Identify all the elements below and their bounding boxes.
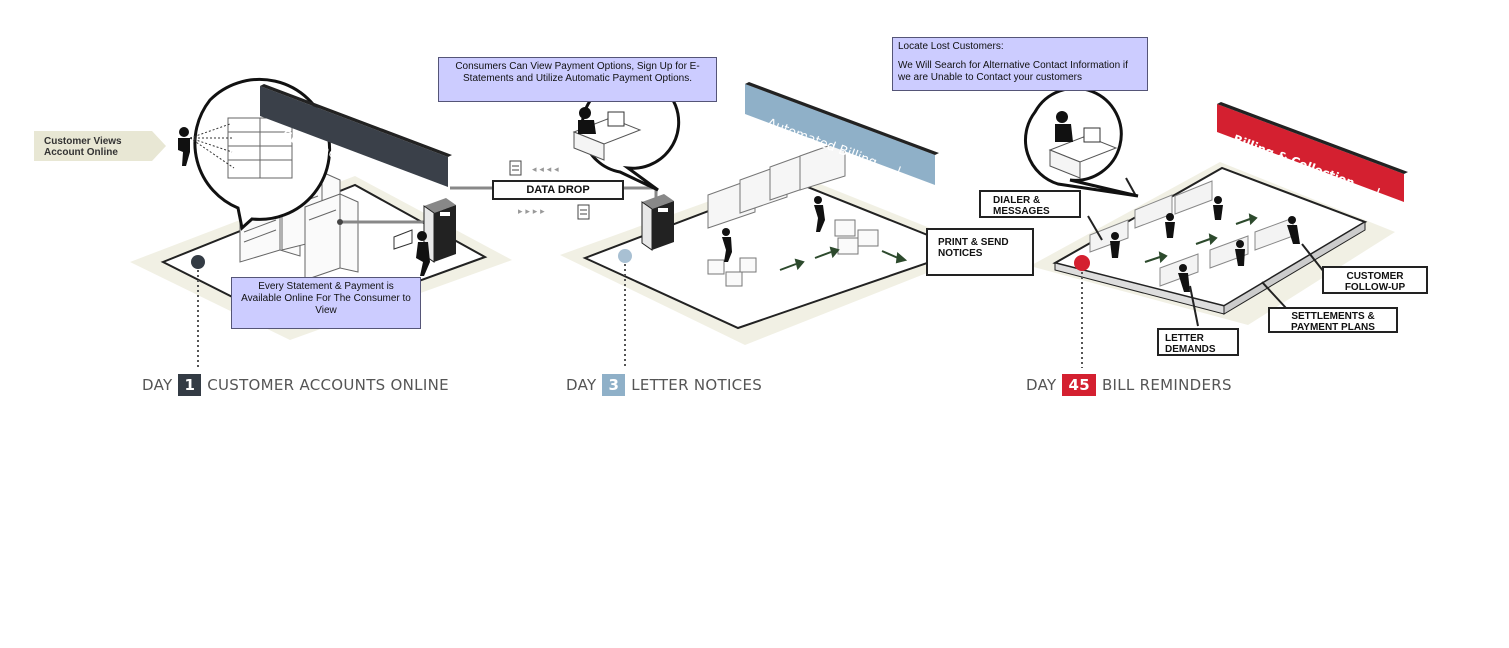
timeline-dot: [1074, 255, 1090, 271]
day-prefix: DAY: [142, 376, 173, 394]
note-lost-customers-body: We Will Search for Alternative Contact I…: [898, 60, 1128, 83]
document-icon: [509, 160, 522, 176]
letter-demands-text: LETTER DEMANDS: [1165, 333, 1216, 355]
worker-icon: [722, 196, 825, 262]
customer-views-tag: [34, 131, 166, 161]
note-lost-customers-title: Locate Lost Customers:: [898, 41, 1004, 52]
printer-machines-icon: [707, 139, 846, 229]
flow-arrows: [1144, 213, 1258, 264]
banner-customers-online: [260, 84, 452, 187]
note-online-statement-text: Every Statement & Payment is Available O…: [241, 281, 411, 316]
customer-views-label: Customer Views Account Online: [44, 136, 122, 158]
agents-icon: [1110, 196, 1300, 292]
print-send-label: PRINT & SEND NOTICES: [926, 228, 1034, 276]
account-screen-icon: [178, 117, 293, 179]
print-send-text: PRINT & SEND NOTICES: [938, 237, 1009, 259]
day-title: LETTER NOTICES: [631, 376, 763, 394]
day-title: CUSTOMER ACCOUNTS ONLINE: [207, 376, 449, 394]
scene-automated-billing: [560, 74, 985, 368]
note-payment-options-text: Consumers Can View Payment Options, Sign…: [455, 61, 700, 84]
office-wall-right: [1223, 221, 1366, 315]
worker-desk-icon: [393, 229, 430, 276]
settlements-text: SETTLEMENTS & PAYMENT PLANS: [1291, 311, 1375, 333]
agent-desk-icon: [1048, 111, 1118, 179]
day-caption-45: DAY 45 BILL REMINDERS: [1026, 374, 1232, 396]
svg-text:◂ ◂ ◂ ◂: ◂ ◂ ◂ ◂: [532, 165, 559, 175]
day-title: BILL REMINDERS: [1101, 376, 1232, 394]
timeline-dot: [191, 255, 205, 269]
callout-lines: [1087, 177, 1325, 327]
note-lost-customers: Locate Lost Customers: We Will Search fo…: [892, 37, 1148, 91]
data-drop-label: DATA DROP: [492, 180, 624, 200]
banner-billing-collection: [1217, 102, 1408, 202]
dialer-label: DIALER & MESSAGES: [979, 190, 1081, 218]
agent-desk-icon: [572, 107, 642, 161]
day-prefix: DAY: [1026, 376, 1057, 394]
document-icon: [577, 204, 590, 220]
note-payment-options: Consumers Can View Payment Options, Sign…: [438, 57, 717, 102]
day-prefix: DAY: [566, 376, 597, 394]
cubicles-icon: [1089, 180, 1294, 287]
svg-text:▸ ▸ ▸ ▸: ▸ ▸ ▸ ▸: [518, 207, 545, 217]
customer-followup-label: CUSTOMER FOLLOW-UP: [1322, 266, 1428, 294]
day-caption-1: DAY 1 CUSTOMER ACCOUNTS ONLINE: [142, 374, 449, 396]
boxes-icon: [707, 219, 879, 287]
customer-followup-text: CUSTOMER FOLLOW-UP: [1344, 271, 1406, 293]
day-number-badge: 1: [178, 374, 202, 396]
data-tower-icon: [641, 194, 674, 251]
timeline-dot: [618, 249, 632, 263]
flow-arrows: [779, 246, 908, 271]
banner-automated-billing: [745, 82, 939, 185]
day-number-badge: 45: [1062, 374, 1096, 396]
letter-demands-label: LETTER DEMANDS: [1157, 328, 1239, 356]
dialer-text: DIALER & MESSAGES: [993, 195, 1050, 217]
day-number-badge: 3: [602, 374, 626, 396]
day-caption-3: DAY 3 LETTER NOTICES: [566, 374, 762, 396]
settlements-label: SETTLEMENTS & PAYMENT PLANS: [1268, 307, 1398, 333]
note-online-statement: Every Statement & Payment is Available O…: [231, 277, 421, 329]
